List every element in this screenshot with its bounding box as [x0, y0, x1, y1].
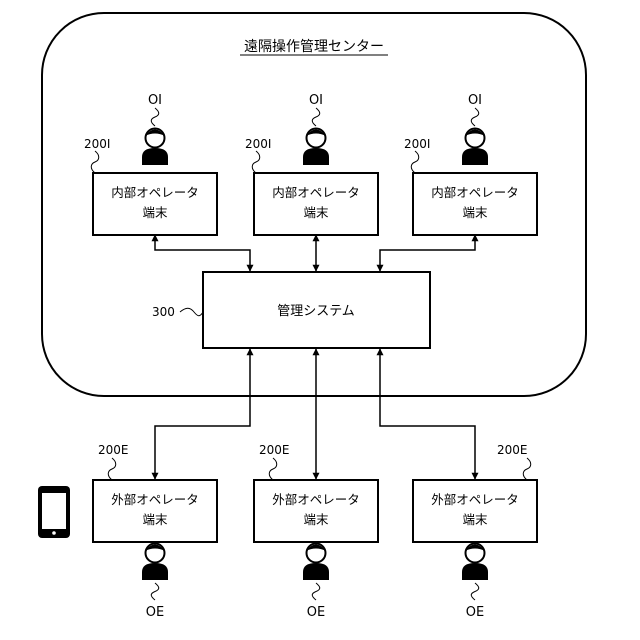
external-terminal-box — [254, 480, 378, 542]
internal-connections — [155, 235, 475, 271]
terminal-ref: 200E — [497, 443, 528, 457]
terminal-label: 外部オペレータ — [111, 492, 199, 507]
operator-label-oi: OI — [309, 93, 323, 108]
external-terminal-box — [93, 480, 217, 542]
terminal-label: 端末 — [303, 512, 329, 527]
operator-link — [471, 583, 479, 600]
management-system-ref: 300 — [152, 305, 175, 319]
operator-link — [312, 583, 320, 600]
connector-internal-3 — [380, 235, 475, 271]
connector-external-3 — [380, 349, 475, 479]
terminal-label: 内部オペレータ — [111, 185, 199, 200]
operator-link — [471, 108, 479, 126]
terminal-ref-leader — [411, 151, 419, 173]
terminal-ref: 200E — [98, 443, 129, 457]
terminal-label: 外部オペレータ — [272, 492, 360, 507]
terminal-label: 内部オペレータ — [272, 185, 360, 200]
internal-terminal-unit: OI 内部オペレータ端末 200I — [245, 93, 378, 235]
operator-link — [151, 583, 159, 600]
terminal-ref-leader — [252, 151, 260, 173]
terminal-ref-leader — [523, 458, 531, 480]
connector-internal-1 — [155, 235, 250, 271]
terminal-label: 端末 — [462, 205, 488, 220]
operator-link — [312, 108, 320, 126]
operator-link — [151, 108, 159, 126]
internal-terminal-box — [93, 173, 217, 235]
person-icon — [462, 544, 488, 581]
terminal-ref: 200I — [404, 137, 430, 151]
terminal-ref: 200E — [259, 443, 290, 457]
terminal-label: 内部オペレータ — [431, 185, 519, 200]
terminal-label: 端末 — [142, 512, 168, 527]
management-system-label: 管理システム — [277, 304, 355, 319]
terminal-label: 端末 — [142, 205, 168, 220]
terminal-label: 端末 — [462, 512, 488, 527]
terminal-ref: 200I — [245, 137, 271, 151]
terminal-ref-leader — [91, 151, 99, 173]
person-icon — [303, 129, 329, 166]
internal-terminal-unit: OI 内部オペレータ端末 200I — [404, 93, 537, 235]
person-icon — [142, 129, 168, 166]
smartphone-icon — [38, 486, 70, 538]
operator-label-oi: OI — [148, 93, 162, 108]
internal-terminal-box — [254, 173, 378, 235]
management-system-leader — [180, 308, 203, 316]
person-icon — [303, 544, 329, 581]
internal-terminal-unit: OI 内部オペレータ端末 200I — [84, 93, 217, 235]
connector-external-1 — [155, 349, 250, 479]
external-connections — [155, 349, 475, 479]
center-title: 遠隔操作管理センター — [244, 39, 384, 55]
operator-label-oe: OE — [146, 605, 164, 620]
terminal-ref-leader — [269, 458, 277, 480]
operator-label-oi: OI — [468, 93, 482, 108]
internal-terminal-box — [413, 173, 537, 235]
terminal-ref: 200I — [84, 137, 110, 151]
terminal-label: 端末 — [303, 205, 329, 220]
operator-label-oe: OE — [466, 605, 484, 620]
terminal-label: 外部オペレータ — [431, 492, 519, 507]
person-icon — [142, 544, 168, 581]
terminal-ref-leader — [108, 458, 116, 480]
operator-label-oe: OE — [307, 605, 325, 620]
person-icon — [462, 129, 488, 166]
external-terminal-box — [413, 480, 537, 542]
